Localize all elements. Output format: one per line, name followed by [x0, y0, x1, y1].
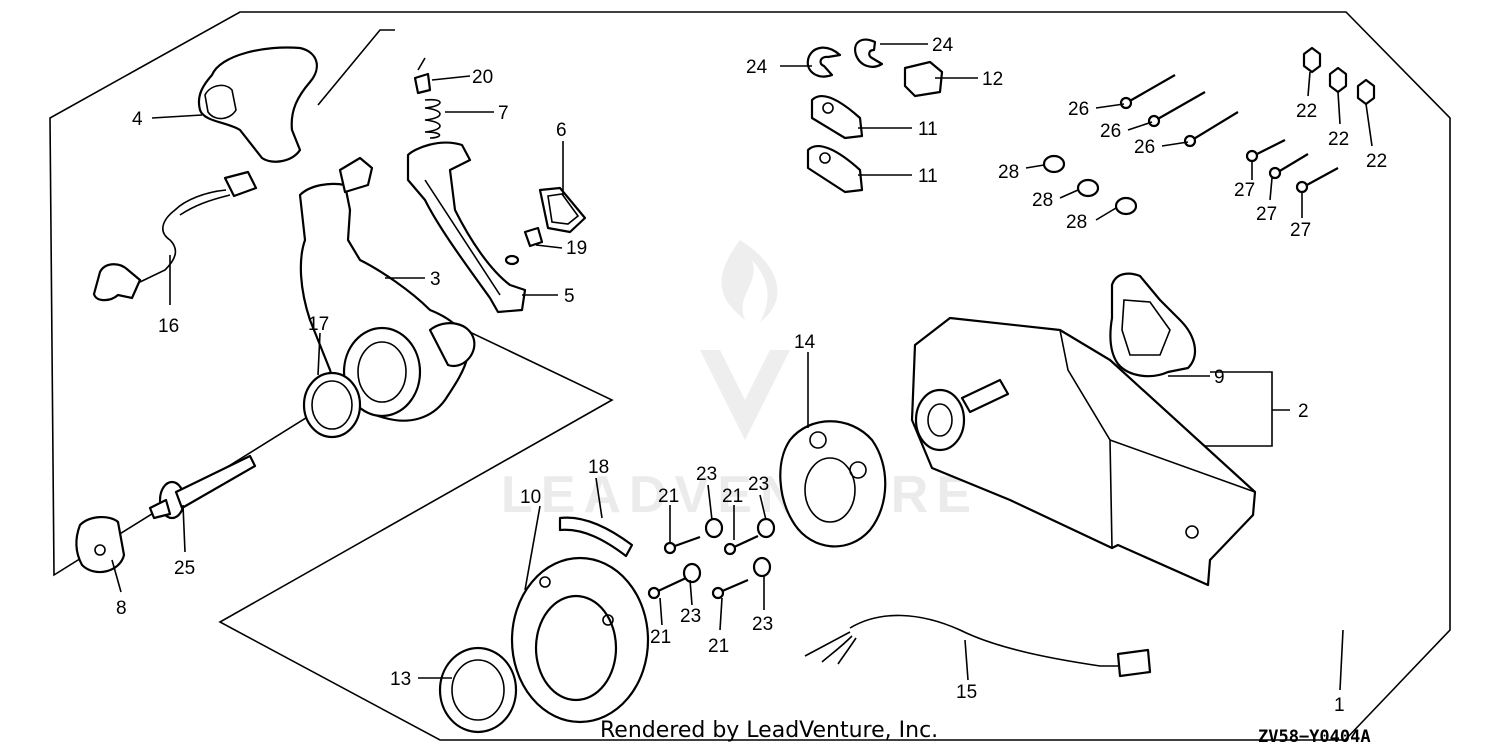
part-10-drum[interactable]	[510, 556, 650, 724]
callout-labels: 20 7 4 6 3 19 5 16 17 25 8 24 24 12 11 1…	[116, 35, 1387, 716]
callout-27-b: 27	[1256, 204, 1277, 225]
part-24-e-clip-right[interactable]	[854, 38, 884, 68]
callout-27-c: 27	[1290, 220, 1311, 241]
callout-28-c: 28	[1066, 212, 1087, 233]
part-23-washers[interactable]	[682, 517, 776, 584]
inner-boundary-notch	[317, 29, 395, 106]
callout-24-right: 24	[932, 35, 954, 56]
callout-5: 5	[564, 286, 575, 307]
callout-21-a: 21	[658, 486, 679, 507]
part-19-screw[interactable]	[504, 226, 544, 266]
callout-20: 20	[472, 67, 493, 88]
part-12-clip[interactable]	[903, 60, 944, 98]
callout-22-b: 22	[1328, 129, 1349, 150]
callout-26-b: 26	[1100, 121, 1121, 142]
callout-9: 9	[1214, 367, 1225, 388]
callout-22-a: 22	[1296, 101, 1317, 122]
footer-credit: Rendered by LeadVenture, Inc.	[600, 718, 939, 743]
part-13-bearing-ring[interactable]	[438, 646, 518, 734]
callout-13: 13	[390, 669, 411, 690]
callout-21-b: 21	[722, 486, 743, 507]
part-26-screws[interactable]	[1119, 74, 1239, 148]
callout-17: 17	[308, 314, 329, 335]
part-11-link-lower[interactable]	[806, 145, 864, 194]
callout-23-a: 23	[696, 464, 717, 485]
leader-lines	[111, 43, 1373, 691]
callout-12: 12	[982, 69, 1003, 90]
callout-26-a: 26	[1068, 99, 1089, 120]
assembly-boundary	[49, 11, 1451, 741]
callout-28-a: 28	[998, 162, 1019, 183]
part-7-spring[interactable]	[424, 98, 441, 139]
part-22-nuts[interactable]	[1302, 46, 1376, 106]
callout-1: 1	[1334, 695, 1345, 716]
part-5-shift-arm[interactable]	[406, 141, 527, 314]
part-20-screw[interactable]	[413, 57, 432, 95]
callout-23-b: 23	[748, 474, 769, 495]
callout-25: 25	[174, 558, 195, 579]
callout-26-c: 26	[1134, 137, 1155, 158]
part-2-control-housing[interactable]	[910, 316, 1257, 587]
callout-18: 18	[588, 457, 609, 478]
watermark-text: LEADVENTURE	[501, 466, 979, 524]
part-27-tapping-screws[interactable]	[1245, 139, 1339, 194]
diagram-code: ZV58−Y0404A	[1258, 727, 1371, 747]
part-4-lever-grip[interactable]	[197, 46, 318, 163]
callout-11-upper: 11	[918, 119, 938, 140]
callout-27-a: 27	[1234, 180, 1255, 201]
part-24-e-clip-left[interactable]	[806, 46, 842, 78]
callout-6: 6	[556, 120, 567, 141]
callout-28-b: 28	[1032, 190, 1053, 211]
part-9-gasket-plate[interactable]	[1109, 272, 1197, 378]
part-18-spring-strip[interactable]	[558, 516, 634, 558]
callout-19: 19	[566, 238, 587, 259]
callout-21-c: 21	[650, 627, 671, 648]
callout-23-d: 23	[752, 614, 773, 635]
part-6-pad[interactable]	[538, 186, 587, 234]
callout-15: 15	[956, 682, 977, 703]
part-8-grommet-cap[interactable]	[75, 516, 126, 574]
callout-8: 8	[116, 598, 127, 619]
callout-16: 16	[158, 316, 179, 337]
part-25-shaft[interactable]	[148, 454, 257, 520]
part-28-washers[interactable]	[1042, 154, 1138, 216]
callout-21-d: 21	[708, 636, 729, 657]
part-14-detent-plate[interactable]	[779, 420, 887, 548]
part-16-switch-harness[interactable]	[92, 170, 258, 302]
callout-22-c: 22	[1366, 151, 1387, 172]
callout-11-lower: 11	[918, 166, 938, 187]
callout-7: 7	[498, 103, 509, 124]
callout-2: 2	[1298, 401, 1309, 422]
callout-3: 3	[430, 269, 441, 290]
callout-4: 4	[132, 109, 143, 130]
part-3-throttle-arm[interactable]	[298, 156, 476, 422]
callout-24-left: 24	[746, 57, 768, 78]
part-17-o-ring[interactable]	[302, 371, 362, 439]
callout-10: 10	[520, 487, 541, 508]
callout-23-c: 23	[680, 606, 701, 627]
part-11-link-upper[interactable]	[810, 94, 864, 140]
part-21-screws[interactable]	[647, 535, 759, 600]
watermark: LEADVENTURE	[501, 240, 979, 524]
callout-14: 14	[794, 332, 816, 353]
part-15-wire-harness[interactable]	[804, 614, 1152, 678]
